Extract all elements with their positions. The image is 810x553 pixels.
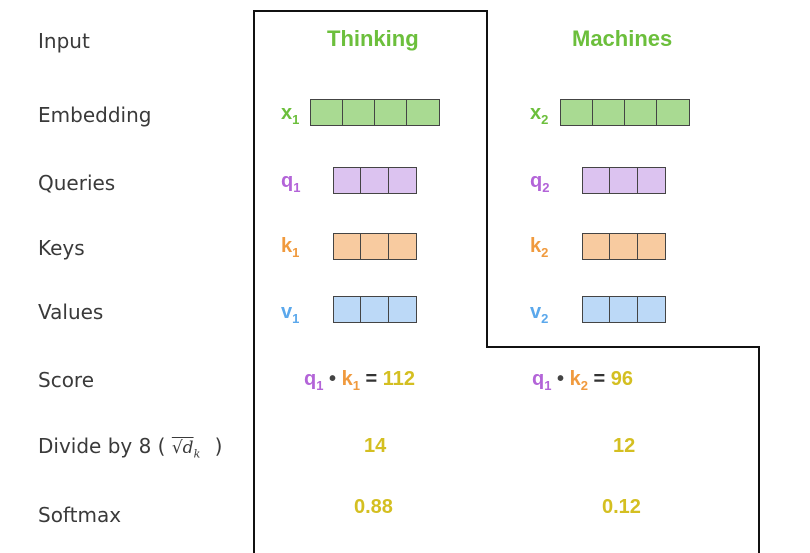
query-vector-q2: [582, 167, 666, 194]
key-symbol-k1: k1: [281, 235, 300, 260]
query-vector-q1: [333, 167, 417, 194]
value-symbol-v2: v2: [530, 301, 549, 326]
key-symbol-k2: k2: [530, 235, 549, 260]
input-word-thinking: Thinking: [327, 26, 419, 51]
query-symbol-q1: q1: [281, 170, 301, 195]
value-symbol-v1: v1: [281, 301, 300, 326]
input-word-machines: Machines: [572, 26, 673, 51]
divided-value-1: 14: [364, 435, 387, 457]
key-vector-k1: [333, 233, 417, 260]
value-vector-v2: [582, 296, 666, 323]
row-label-softmax: Softmax: [38, 503, 122, 527]
score-expression-1: q1 • k1 = 112: [304, 368, 416, 393]
score-value-1: 112: [382, 368, 416, 390]
row-label-divide: Divide by 8 ( √dk ): [38, 434, 223, 461]
row-label-keys: Keys: [38, 236, 85, 260]
row-label-values: Values: [38, 300, 104, 324]
embedding-symbol-x2: x2: [530, 102, 549, 127]
divided-value-2: 12: [613, 435, 636, 457]
score-value-2: 96: [610, 368, 634, 390]
embedding-vector-x2: [560, 99, 690, 126]
key-vector-k2: [582, 233, 666, 260]
value-vector-v1: [333, 296, 417, 323]
row-label-score: Score: [38, 368, 95, 392]
embedding-symbol-x1: x1: [281, 102, 300, 127]
row-label-queries: Queries: [38, 171, 116, 195]
softmax-value-2: 0.12: [602, 496, 641, 518]
row-label-input: Input: [38, 29, 90, 53]
softmax-value-1: 0.88: [354, 496, 393, 518]
score-expression-2: q1 • k2 = 96: [532, 368, 634, 393]
row-label-embedding: Embedding: [38, 103, 152, 127]
embedding-vector-x1: [310, 99, 440, 126]
query-symbol-q2: q2: [530, 170, 550, 195]
